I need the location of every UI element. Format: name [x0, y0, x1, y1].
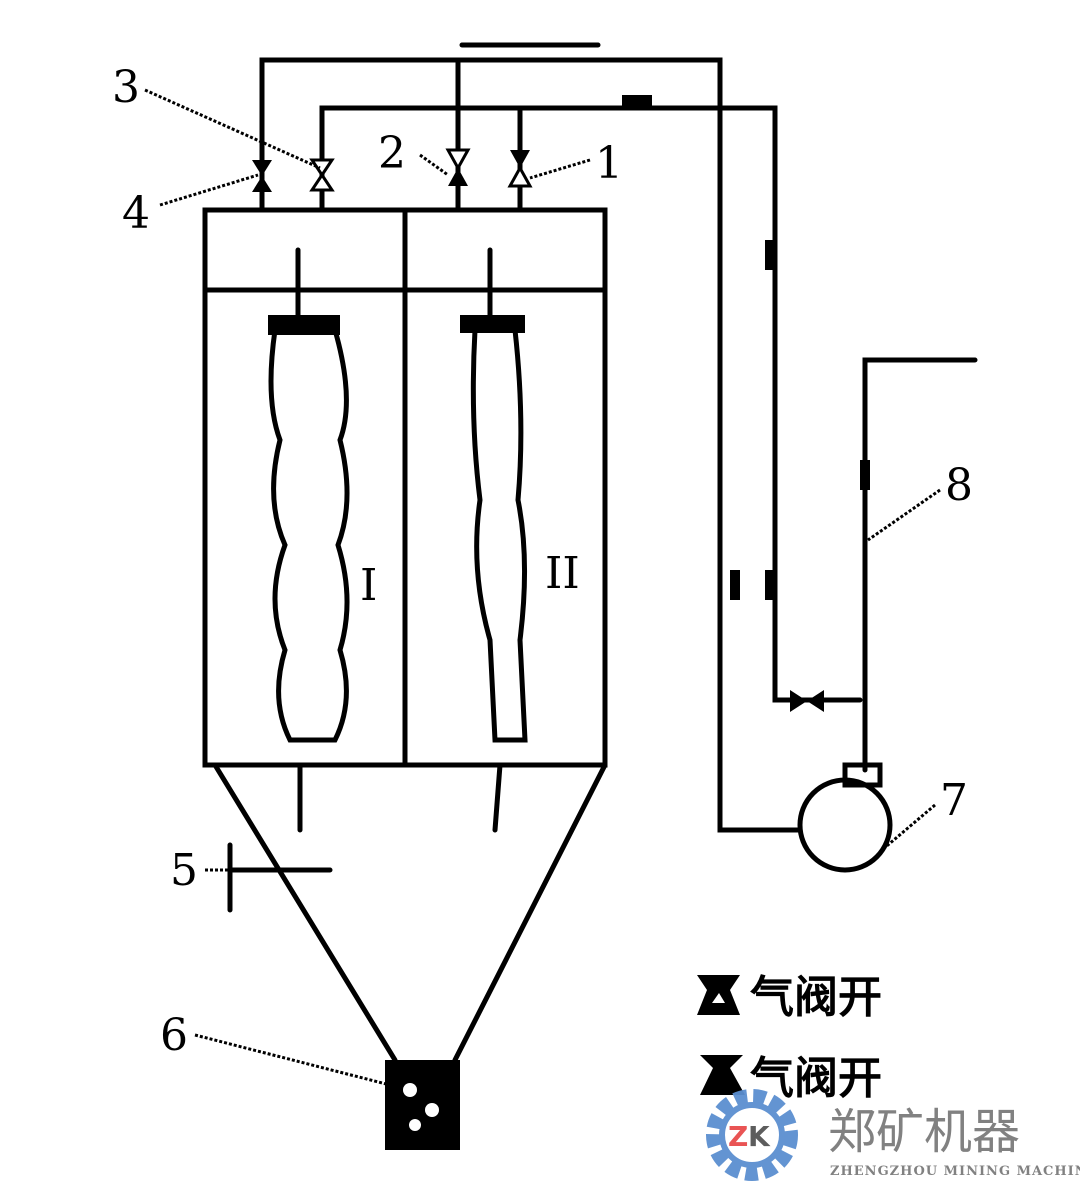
valve-4-icon	[252, 160, 272, 192]
rotary-valve-6	[385, 1060, 460, 1150]
pipe-8	[862, 357, 978, 773]
filter-bags	[268, 247, 528, 833]
label-chamber-2: II	[545, 548, 580, 599]
legend: 气阀开 气阀开	[697, 972, 882, 1104]
valves	[252, 95, 870, 712]
valve-1-icon	[507, 164, 533, 188]
valve-closed-icon	[700, 1055, 745, 1095]
watermark-logo: Z K 郑矿机器 ZHENGZHOU MINING MACHINERY	[706, 1089, 1080, 1181]
legend-text-1: 气阀开	[750, 972, 882, 1023]
valve-3-icon	[309, 158, 335, 192]
label-3: 3	[112, 62, 140, 113]
watermark-name: 郑矿机器	[828, 1104, 1020, 1160]
svg-text:K: K	[748, 1120, 771, 1153]
label-2: 2	[378, 128, 406, 179]
label-chamber-1: I	[360, 560, 377, 611]
label-7: 7	[940, 775, 968, 826]
gear-icon	[706, 1089, 798, 1181]
watermark-subtitle: ZHENGZHOU MINING MACHINERY	[830, 1164, 1080, 1179]
label-5: 5	[170, 845, 198, 896]
fan-motor-7	[797, 762, 893, 873]
legend-text-2: 气阀开	[750, 1053, 882, 1104]
valve-open-icon	[697, 975, 740, 1015]
label-6: 6	[160, 1010, 188, 1061]
flap-5	[227, 842, 333, 913]
valve-motor-icon	[790, 690, 824, 712]
svg-text:Z: Z	[728, 1120, 748, 1153]
housing	[202, 207, 608, 1150]
label-4: 4	[122, 188, 150, 239]
valve-2-icon	[448, 168, 468, 186]
label-8: 8	[945, 460, 973, 511]
pipe-outer	[259, 57, 803, 833]
label-1: 1	[595, 138, 623, 189]
